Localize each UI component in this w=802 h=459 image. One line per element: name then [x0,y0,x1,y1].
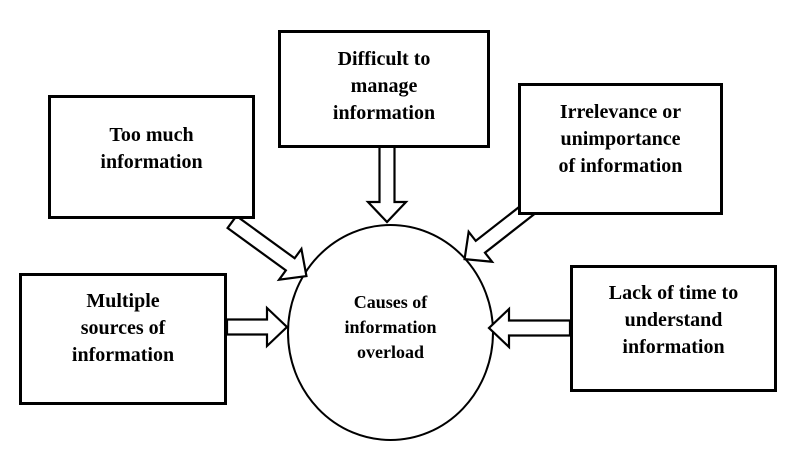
cause-box-line: understand [624,309,723,331]
cause-box-line: information [332,101,436,124]
cause-box-line: Too much [109,124,194,146]
arrow-too-much-to-center [226,214,308,282]
arrow-multiple-sources-to-center [225,305,289,349]
cause-box-irrelevance: Irrelevance or unimportance of informati… [518,83,723,215]
arrow-difficult-to-center [365,144,409,224]
cause-box-line: Multiple [86,289,160,312]
center-circle [287,224,494,441]
cause-box-multiple-sources: Multiple sources of information [19,273,227,405]
cause-box-lack-of-time: Lack of time to understand information [570,265,777,392]
cause-box-line: unimportance [560,127,681,150]
cause-box-line: information [622,336,725,358]
cause-box-difficult-to-manage: Difficult to manage information [278,30,490,148]
arrow-lack-of-time-to-center [487,306,572,350]
arrow-irrelevance-to-center [463,200,537,264]
cause-box-line: information [71,343,175,366]
cause-box-line: manage [350,74,418,97]
cause-box-line: sources of [80,316,166,339]
cause-box-line: Lack of time to [608,282,739,304]
cause-box-line: Irrelevance or [559,100,682,123]
cause-box-line: Difficult to [337,47,431,70]
cause-box-too-much-information: Too much information [48,95,255,219]
cause-box-line: of information [558,154,683,177]
cause-box-line: information [100,151,203,173]
